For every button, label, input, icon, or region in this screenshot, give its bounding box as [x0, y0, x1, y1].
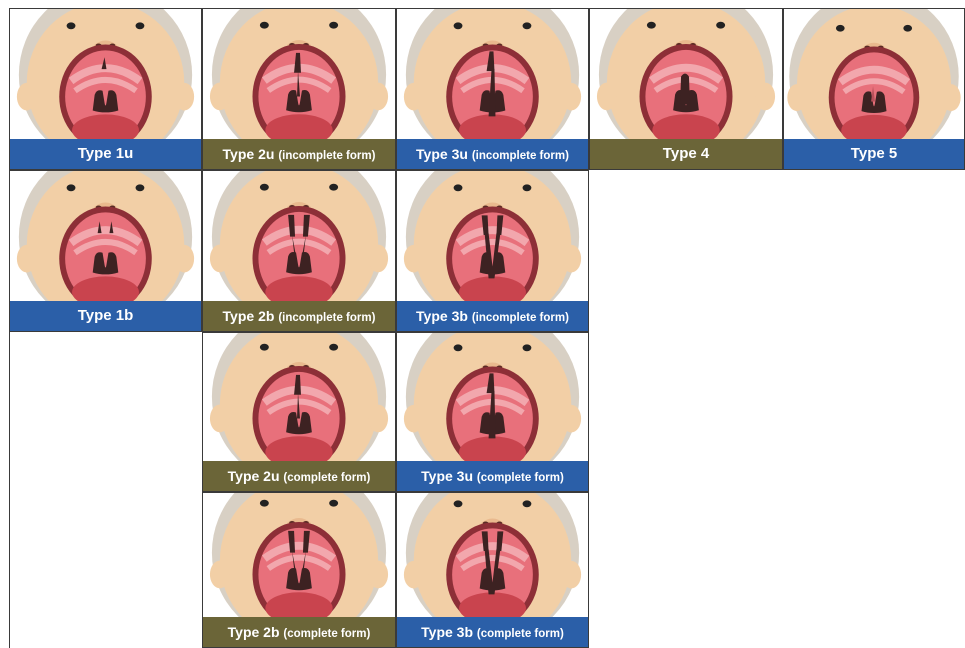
caption: Type 1b	[10, 301, 201, 331]
caption: Type 3b (complete form)	[397, 617, 588, 647]
caption-sub: (complete form)	[477, 472, 564, 484]
caption: Type 2u (incomplete form)	[203, 139, 395, 169]
caption-label: Type 3u	[421, 468, 473, 484]
panel-type-5: Type 5	[783, 8, 965, 170]
caption-label: Type 2b	[228, 624, 280, 640]
caption: Type 2b (incomplete form)	[203, 301, 395, 331]
face-drawing	[784, 9, 964, 139]
caption: Type 3u (complete form)	[397, 461, 588, 491]
caption: Type 1u	[10, 139, 201, 169]
caption-label: Type 2u	[223, 146, 275, 162]
caption-label: Type 3b	[421, 624, 473, 640]
face-drawing	[397, 493, 588, 617]
caption-sub: (incomplete form)	[472, 150, 569, 162]
caption: Type 2b (complete form)	[203, 617, 395, 647]
face-drawing	[397, 333, 588, 461]
caption: Type 4	[590, 139, 782, 169]
panel-type-2b-complete: Type 2b (complete form)	[202, 492, 396, 648]
face-drawing	[203, 9, 395, 139]
caption-sub: (complete form)	[283, 628, 370, 640]
caption-sub: (complete form)	[477, 628, 564, 640]
panel-type-3u-complete: Type 3u (complete form)	[396, 332, 589, 492]
panel-type-3b-incomplete: Type 3b (incomplete form)	[396, 170, 589, 332]
caption: Type 3b (incomplete form)	[397, 301, 588, 331]
face-drawing	[203, 333, 395, 461]
caption-label: Type 1b	[78, 307, 134, 324]
panel-type-4: Type 4	[589, 8, 783, 170]
caption: Type 3u (incomplete form)	[397, 139, 588, 169]
caption-label: Type 1u	[78, 145, 134, 162]
caption-sub: (incomplete form)	[278, 150, 375, 162]
panel-type-3u-incomplete: Type 3u (incomplete form)	[396, 8, 589, 170]
left-column-border	[9, 332, 10, 648]
face-drawing	[10, 9, 201, 139]
caption-sub: (incomplete form)	[278, 312, 375, 324]
caption-label: Type 3u	[416, 146, 468, 162]
face-drawing	[203, 493, 395, 617]
caption-label: Type 2b	[223, 308, 275, 324]
caption: Type 2u (complete form)	[203, 461, 395, 491]
panel-type-2u-complete: Type 2u (complete form)	[202, 332, 396, 492]
panel-type-2b-incomplete: Type 2b (incomplete form)	[202, 170, 396, 332]
caption: Type 5	[784, 139, 964, 169]
caption-label: Type 2u	[228, 468, 280, 484]
face-drawing	[10, 171, 201, 301]
panel-type-3b-complete: Type 3b (complete form)	[396, 492, 589, 648]
face-drawing	[397, 171, 588, 301]
panel-type-1u: Type 1u	[9, 8, 202, 170]
panel-type-2u-incomplete: Type 2u (incomplete form)	[202, 8, 396, 170]
caption-label: Type 4	[663, 145, 709, 162]
face-drawing	[203, 171, 395, 301]
caption-sub: (complete form)	[283, 472, 370, 484]
caption-sub: (incomplete form)	[472, 312, 569, 324]
face-drawing	[590, 9, 782, 139]
face-drawing	[397, 9, 588, 139]
caption-label: Type 3b	[416, 308, 468, 324]
panel-type-1b: Type 1b	[9, 170, 202, 332]
caption-label: Type 5	[851, 145, 897, 162]
